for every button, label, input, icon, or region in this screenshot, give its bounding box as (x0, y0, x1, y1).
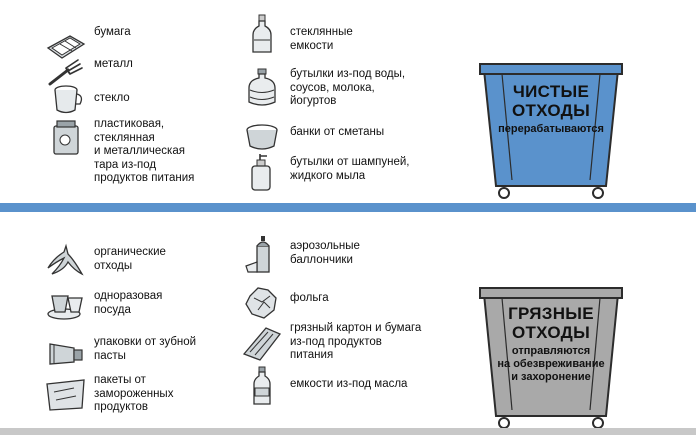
frozen-bag-icon (44, 374, 88, 414)
metal-fork-icon (44, 54, 88, 94)
clean-bin-graphic (479, 63, 623, 199)
dirty-item-cardboard: грязный картон и бумага из-под продуктов… (240, 322, 421, 363)
dirty-bin-title: ГРЯЗНЫЕ ОТХОДЫ (508, 304, 594, 342)
clean-item-metal-label: металл (94, 58, 133, 70)
glass-bottle-icon (240, 14, 284, 54)
water-bottle-icon (240, 68, 284, 108)
clean-item-water-bottles: бутылки из-под воды, соусов, молока, йог… (240, 68, 405, 109)
clean-item-sour-cream: банки от сметаны (240, 118, 384, 158)
clean-item-water-bottles-label: бутылки из-под воды, соусов, молока, йог… (290, 68, 406, 107)
glass-cup-icon (44, 80, 88, 120)
dirty-item-oil-label: емкости из-под масла (290, 378, 408, 390)
clean-item-containers-label: пластиковая, стеклянная и металлическая … (94, 118, 195, 184)
dirty-item-toothpaste-label: упаковки от зубной пасты (94, 336, 197, 362)
clean-bin-subtitle: перерабатываются (498, 123, 604, 135)
clean-waste-section: бумага металл стекло (0, 0, 696, 204)
dirty-bin-text: ГРЯЗНЫЕ ОТХОДЫ отправляются на обезврежи… (476, 304, 626, 384)
shampoo-bottle-icon (240, 152, 284, 192)
sour-cream-jar-icon (240, 118, 284, 158)
aerosol-can-icon (240, 234, 284, 274)
dirty-item-organic-label: органические отходы (94, 246, 166, 272)
dirty-item-dishes-label: одноразовая посуда (94, 290, 163, 316)
clean-item-sour-cream-label: банки от сметаны (290, 126, 385, 138)
clean-item-containers: пластиковая, стеклянная и металлическая … (44, 118, 194, 186)
clean-bin-text: ЧИСТЫЕ ОТХОДЫ перерабатываются (476, 82, 626, 136)
clean-item-glass-bottles: стеклянные емкости (240, 14, 353, 54)
dirty-item-aerosol-label: аэрозольные баллончики (290, 240, 360, 266)
dirty-item-frozen-label: пакеты от замороженных продуктов (94, 374, 174, 413)
dirty-item-frozen: пакеты от замороженных продуктов (44, 374, 173, 415)
dirty-item-cardboard-label: грязный картон и бумага из-под продуктов… (290, 322, 422, 361)
clean-item-shampoo-label: бутылки от шампуней, жидкого мыла (290, 156, 410, 182)
oil-bottle-icon (240, 366, 284, 406)
dirty-item-foil-label: фольга (290, 292, 329, 304)
clean-waste-bin: ЧИСТЫЕ ОТХОДЫ перерабатываются (476, 60, 626, 200)
dirty-item-toothpaste: упаковки от зубной пасты (44, 332, 196, 372)
paper-icon (44, 26, 88, 66)
disposable-dishes-icon (44, 286, 88, 326)
toothpaste-tube-icon (44, 332, 88, 372)
foil-ball-icon (240, 282, 284, 322)
dirty-item-aerosol: аэрозольные баллончики (240, 234, 360, 274)
clean-item-paper: бумага (44, 26, 131, 66)
clean-bin-title: ЧИСТЫЕ ОТХОДЫ (511, 82, 591, 120)
clean-item-glass-bottles-label: стеклянные емкости (290, 26, 353, 52)
clean-item-paper-label: бумага (94, 26, 131, 38)
dirty-waste-bin: ГРЯЗНЫЕ ОТХОДЫ отправляются на обезврежи… (476, 284, 626, 432)
dirty-waste-section: органические отходы одноразовая посуда у… (0, 214, 696, 435)
container-jar-icon (44, 118, 88, 158)
clean-item-metal: металл (44, 54, 133, 94)
dirty-cardboard-icon (240, 322, 284, 362)
dirty-item-foil: фольга (240, 282, 329, 322)
dirty-item-oil: емкости из-под масла (240, 366, 407, 406)
banana-peel-icon (44, 240, 88, 280)
clean-item-glass: стекло (44, 80, 130, 120)
clean-item-shampoo: бутылки от шампуней, жидкого мыла (240, 152, 409, 192)
dirty-bin-graphic (479, 287, 623, 429)
dirty-item-dishes: одноразовая посуда (44, 286, 162, 326)
section-divider-gray (0, 428, 696, 435)
dirty-item-organic: органические отходы (44, 240, 166, 280)
clean-item-glass-label: стекло (94, 92, 130, 104)
section-divider-blue (0, 203, 696, 212)
dirty-bin-subtitle: отправляются на обезвреживание и захорон… (497, 345, 605, 383)
